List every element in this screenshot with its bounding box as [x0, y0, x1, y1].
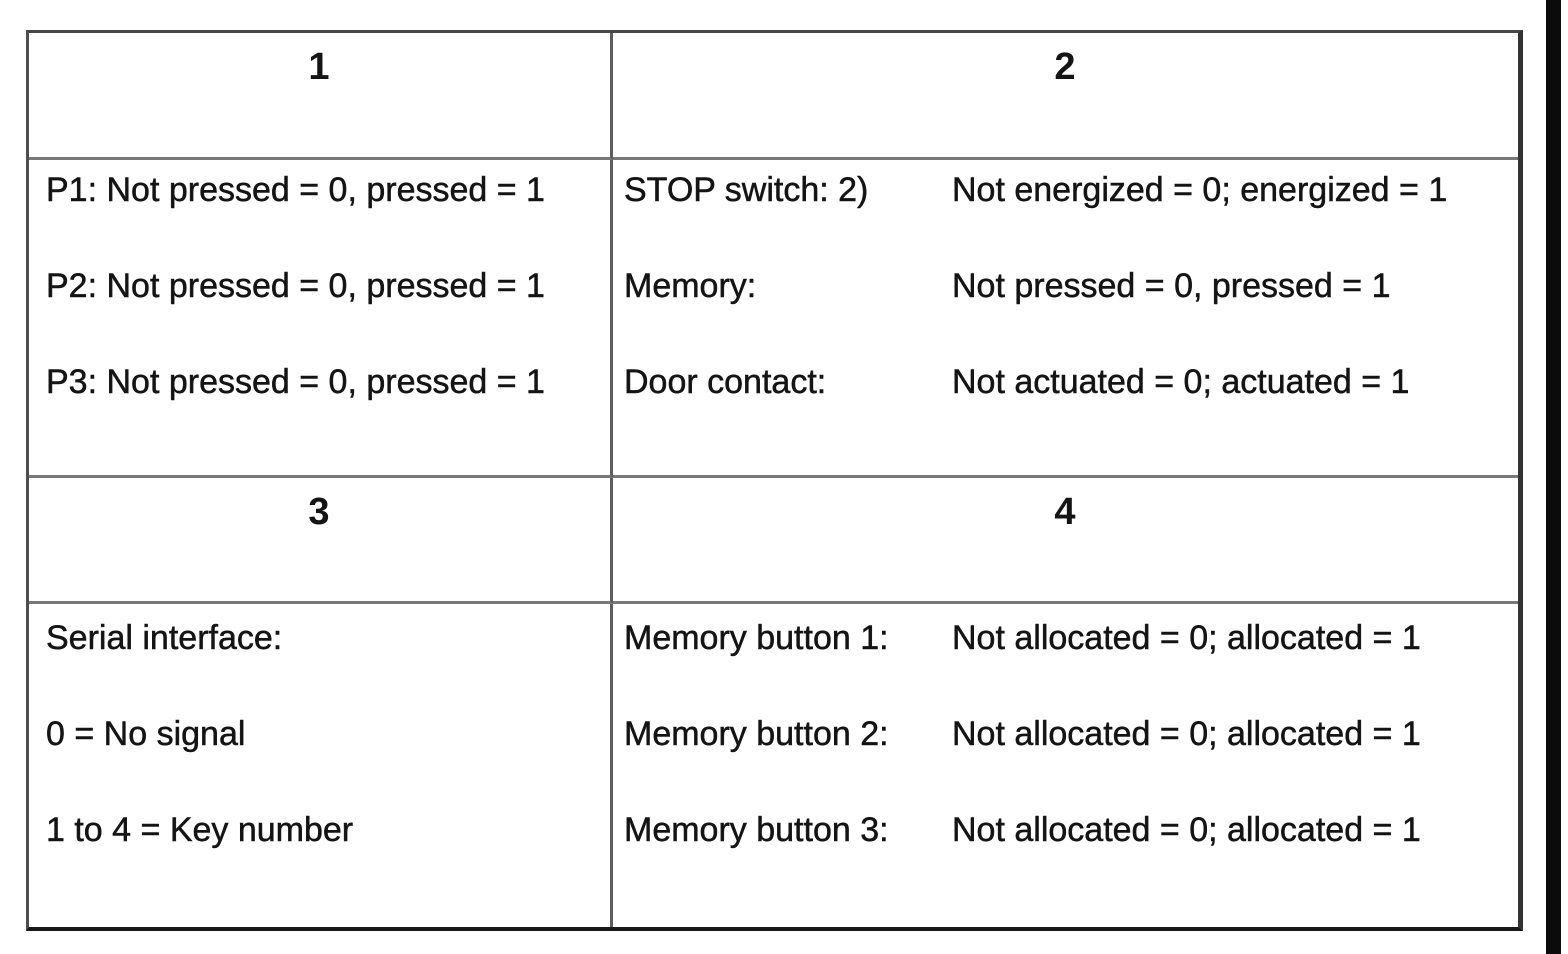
quadrant-2-number: 2 [613, 33, 1518, 160]
signal-value: Not pressed = 0, pressed = 1 [952, 267, 1391, 306]
quadrant-1-content: P1: Not pressed = 0, pressed = 1 P2: Not… [29, 160, 613, 478]
signal-value: Not actuated = 0; actuated = 1 [952, 363, 1410, 402]
text-line: P3: Not pressed = 0, pressed = 1 [46, 363, 545, 402]
quadrant-3-number: 3 [29, 478, 613, 604]
signal-entry: Door contact: Not actuated = 0; actuated… [624, 362, 1512, 402]
signal-label: Memory button 1: [624, 619, 889, 658]
scan-edge-bar [1546, 0, 1561, 954]
signal-label: STOP switch: 2) [624, 171, 869, 210]
signal-value: Not allocated = 0; allocated = 1 [952, 715, 1421, 754]
signal-label: Memory: [624, 267, 757, 306]
signal-entry: Memory button 1: Not allocated = 0; allo… [624, 618, 1512, 658]
signal-definition-table: 1 2 P1: Not pressed = 0, pressed = 1 P2:… [26, 30, 1523, 931]
quadrant-2-content: STOP switch: 2) Not energized = 0; energ… [613, 160, 1518, 478]
quadrant-1-number: 1 [29, 33, 613, 160]
text-line: P1: Not pressed = 0, pressed = 1 [46, 171, 545, 210]
quadrant-4-content: Memory button 1: Not allocated = 0; allo… [613, 604, 1518, 927]
quadrant-4-number: 4 [613, 478, 1518, 604]
signal-entry: STOP switch: 2) Not energized = 0; energ… [624, 170, 1512, 210]
signal-entry: Memory button 2: Not allocated = 0; allo… [624, 714, 1512, 754]
signal-value: Not allocated = 0; allocated = 1 [952, 619, 1421, 658]
signal-entry: Memory button 3: Not allocated = 0; allo… [624, 810, 1512, 850]
signal-label: Door contact: [624, 363, 827, 402]
quadrant-3-content: Serial interface: 0 = No signal 1 to 4 =… [29, 604, 613, 927]
signal-entry: Memory: Not pressed = 0, pressed = 1 [624, 266, 1512, 306]
text-line: 0 = No signal [46, 715, 246, 754]
text-line: P2: Not pressed = 0, pressed = 1 [46, 267, 545, 306]
text-line: 1 to 4 = Key number [46, 811, 354, 850]
signal-value: Not allocated = 0; allocated = 1 [952, 811, 1421, 850]
signal-label: Memory button 3: [624, 811, 889, 850]
text-line: Serial interface: [46, 619, 283, 658]
signal-value: Not energized = 0; energized = 1 [952, 171, 1448, 210]
signal-label: Memory button 2: [624, 715, 889, 754]
